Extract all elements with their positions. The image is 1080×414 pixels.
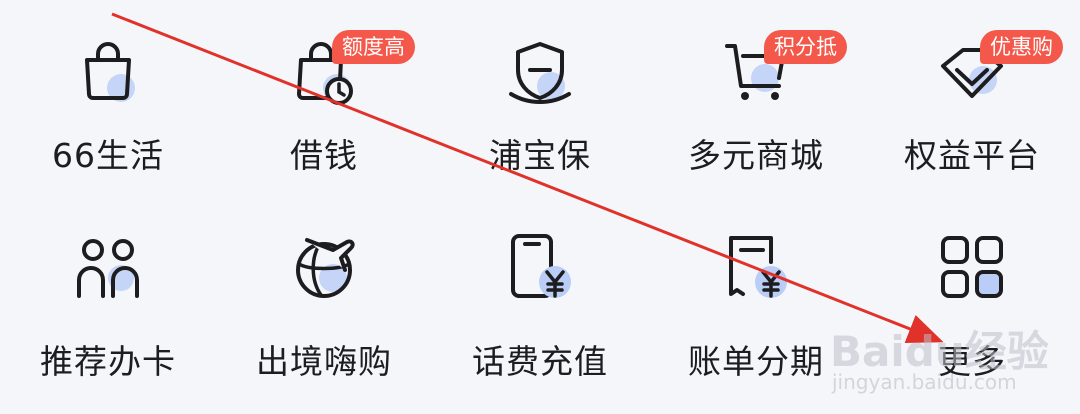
shield-icon [505, 36, 575, 106]
grid-more-icon [937, 232, 1007, 302]
menu-item-label: 多元商城 [688, 136, 824, 175]
phone-yen-icon [505, 232, 575, 302]
people-icon [73, 232, 143, 302]
discount-buy-badge: 优惠购 [980, 30, 1063, 64]
watermark-url: jingyan.baidu.com [832, 370, 1017, 394]
menu-item-label: 推荐办卡 [40, 342, 176, 381]
menu-item-overseas-shopping[interactable]: 出境嗨购 [216, 232, 432, 412]
baidu-watermark: Baidu经验 [830, 327, 1049, 376]
points-offset-badge: 积分抵 [764, 30, 847, 64]
globe-plane-icon [289, 232, 359, 302]
menu-item-phone-topup[interactable]: 话费充值 [432, 232, 648, 412]
menu-item-label: 浦宝保 [489, 136, 591, 175]
menu-item-more[interactable]: 更多 [864, 232, 1080, 412]
menu-item-pubaobao[interactable]: 浦宝保 [432, 0, 648, 180]
menu-item-label: 话费充值 [472, 342, 608, 381]
menu-item-label: 更多 [938, 342, 1006, 381]
menu-item-card-apply[interactable]: 推荐办卡 [0, 232, 216, 412]
menu-item-borrow[interactable]: 额度高 借钱 [216, 0, 432, 180]
quota-high-badge: 额度高 [332, 30, 415, 64]
menu-item-label: 权益平台 [904, 136, 1040, 175]
shopping-bag-icon [73, 36, 143, 106]
menu-item-label: 账单分期 [688, 342, 824, 381]
menu-item-label: 66生活 [52, 136, 164, 175]
bill-yen-icon [721, 232, 791, 302]
menu-item-benefits[interactable]: 优惠购 权益平台 [864, 0, 1080, 180]
menu-item-label: 借钱 [290, 136, 358, 175]
menu-item-mall[interactable]: 积分抵 多元商城 [648, 0, 864, 180]
menu-item-label: 出境嗨购 [256, 342, 392, 381]
menu-item-66-life[interactable]: 66生活 [0, 0, 216, 180]
